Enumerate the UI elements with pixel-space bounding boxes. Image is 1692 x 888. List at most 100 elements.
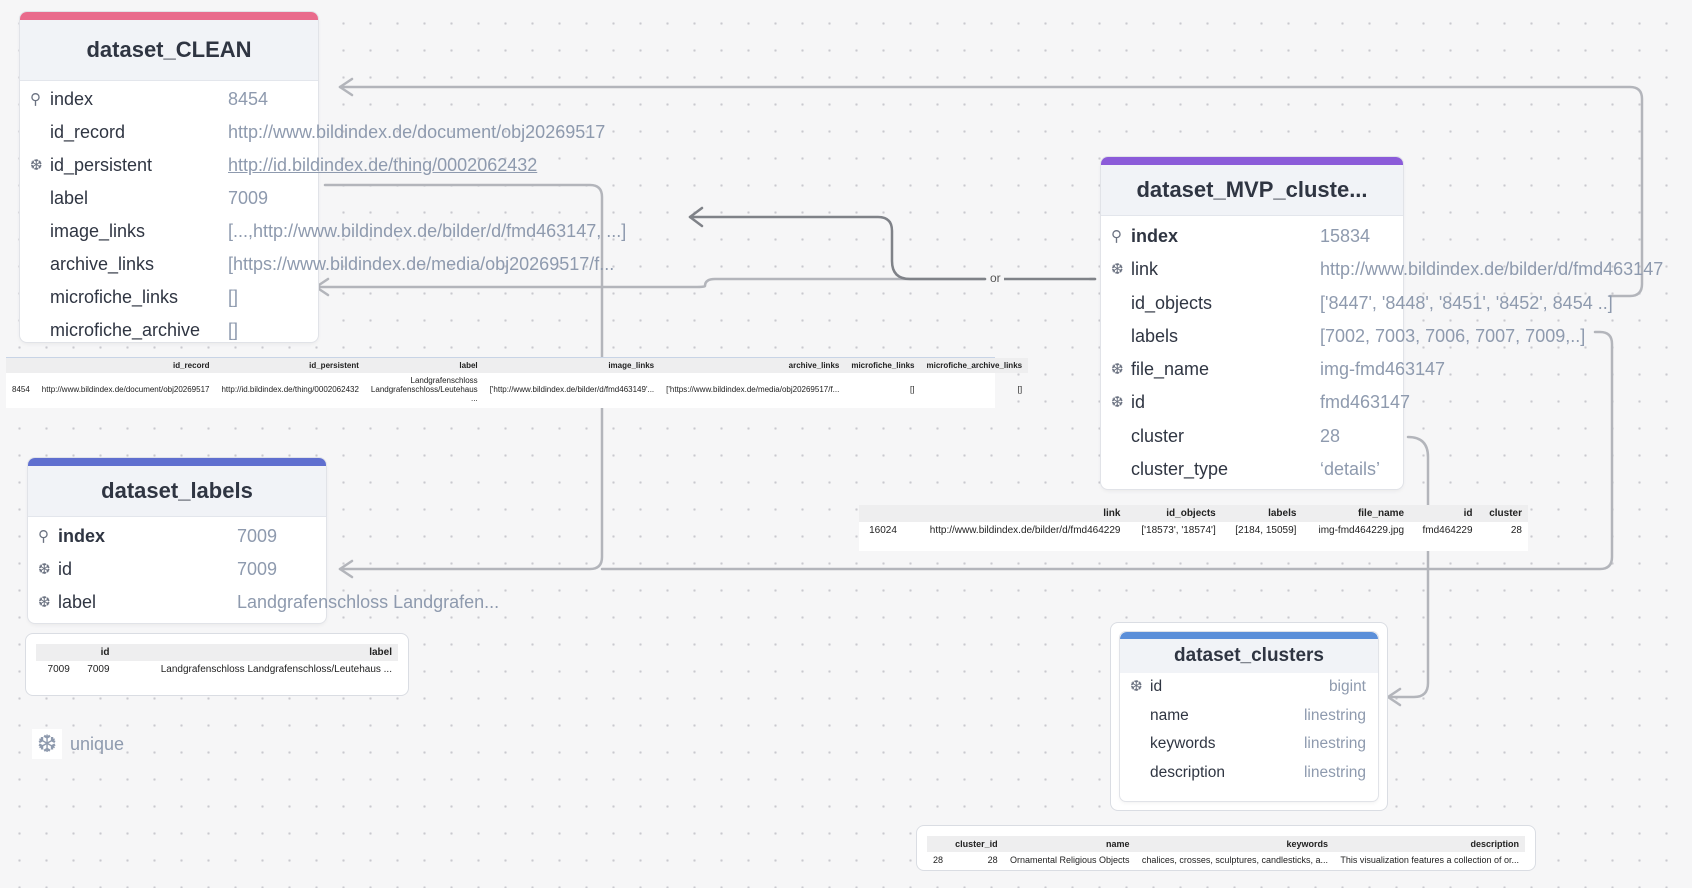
table-color-bar — [20, 12, 318, 20]
unique-icon: ❆ — [1111, 261, 1124, 279]
table-title[interactable]: dataset_CLEAN — [20, 20, 318, 81]
unique-icon: ❆ — [32, 729, 62, 759]
preview-column-header: id — [1410, 505, 1479, 522]
preview-column-header: name — [1003, 836, 1136, 852]
unique-icon: ❆ — [1111, 361, 1124, 379]
field-row-microfiche-links[interactable]: microfiche_links[] — [20, 281, 318, 314]
field-value: http://id.bildindex.de/thing/0002062432 — [228, 155, 538, 175]
field-value: Landgrafenschloss Landgrafen... — [237, 592, 500, 612]
field-row-file-name[interactable]: ❆ file_name img-fmd463147 — [1101, 353, 1445, 386]
field-row-keywords[interactable]: keywords linestring — [1120, 730, 1378, 759]
connector-mvp-link-to-image-links — [688, 215, 987, 281]
field-name: id_objects — [1131, 292, 1213, 313]
connector-arrowhead — [338, 77, 354, 97]
legend-label: unique — [70, 733, 125, 754]
field-value: img-fmd463147 — [1320, 359, 1446, 380]
preview-cell: 28 — [933, 855, 944, 865]
field-row-cluster-type[interactable]: cluster_type‘details’ — [1101, 453, 1403, 486]
preview-column-header: id_objects — [1126, 505, 1222, 522]
preview-cell: ['https://www.bildindex.de/media/obj2026… — [666, 385, 840, 394]
preview-cell: Ornamental Religious Objects — [1009, 855, 1130, 865]
field-name: index — [58, 526, 106, 546]
field-name: id — [1150, 678, 1163, 695]
field-row-microfiche-archive[interactable]: microfiche_archive[] — [20, 314, 318, 347]
field-value: linestring — [1303, 735, 1366, 752]
field-name: id — [1131, 392, 1146, 413]
preview-column-header: cluster — [1478, 505, 1528, 522]
field-value: 15834 — [1320, 226, 1371, 246]
connector-arrowhead — [338, 559, 354, 579]
field-row-id-objects[interactable]: id_objects['8447', '8448', '8451', '8452… — [1101, 287, 1613, 320]
field-name: keywords — [1150, 735, 1216, 752]
table-title[interactable]: dataset_labels — [28, 466, 326, 517]
field-name: labels — [1131, 325, 1179, 346]
preview-column-header: cluster_id — [949, 836, 1004, 852]
field-name: image_links — [50, 221, 146, 241]
table-color-bar — [1120, 632, 1378, 639]
preview-column-header: archive_links — [660, 358, 846, 373]
preview-cell: 16024 — [869, 525, 897, 536]
field-value: [...,http://www.bildindex.de/bilder/d/fm… — [228, 221, 627, 241]
field-name: id — [58, 559, 73, 579]
field-name: label — [50, 188, 89, 208]
field-name: cluster — [1131, 425, 1185, 446]
preview-cell: [] — [910, 385, 915, 394]
table-color-bar — [1101, 157, 1403, 165]
field-row-labels[interactable]: labels[7002, 7003, 7006, 7007, 7009,..] — [1101, 320, 1585, 353]
field-value: 7009 — [237, 559, 278, 579]
key-icon: ⚲ — [30, 91, 41, 108]
field-name: microfiche_links — [50, 287, 179, 307]
field-value: 8454 — [228, 89, 269, 109]
preview-cell: This visualization features a collection… — [1340, 855, 1519, 865]
field-value: 7009 — [237, 526, 278, 546]
legend: ❆ unique — [32, 729, 124, 759]
field-row-archive-links[interactable]: archive_links[https://www.bildindex.de/m… — [20, 248, 614, 281]
field-name: file_name — [1131, 359, 1210, 380]
preview-cell: http://www.bildindex.de/bilder/d/fmd4642… — [929, 525, 1121, 536]
preview-cell: chalices, crosses, sculptures, candlesti… — [1141, 855, 1328, 865]
unique-icon: ❆ — [38, 594, 51, 611]
field-name: name — [1150, 706, 1189, 724]
table-title[interactable]: dataset_MVP_cluste... — [1101, 165, 1403, 216]
preview-cell: fmd464229 — [1422, 525, 1473, 536]
preview-cell: [] — [1017, 385, 1023, 394]
preview-column-header: file_name — [1302, 505, 1411, 522]
preview-column-header: labels — [1221, 505, 1303, 522]
preview-data-row: 28 28 Ornamental Religious Objects chalices… — [927, 852, 1525, 868]
preview-cell: 28 — [987, 855, 998, 865]
field-name: archive_links — [50, 254, 155, 274]
connector-arrowhead — [688, 206, 704, 228]
field-row-image-links[interactable]: image_links [...,http://www.bildindex.de/… — [20, 215, 626, 248]
unique-icon: ❆ — [1111, 394, 1124, 412]
table-title[interactable]: dataset_clusters — [1120, 639, 1378, 673]
